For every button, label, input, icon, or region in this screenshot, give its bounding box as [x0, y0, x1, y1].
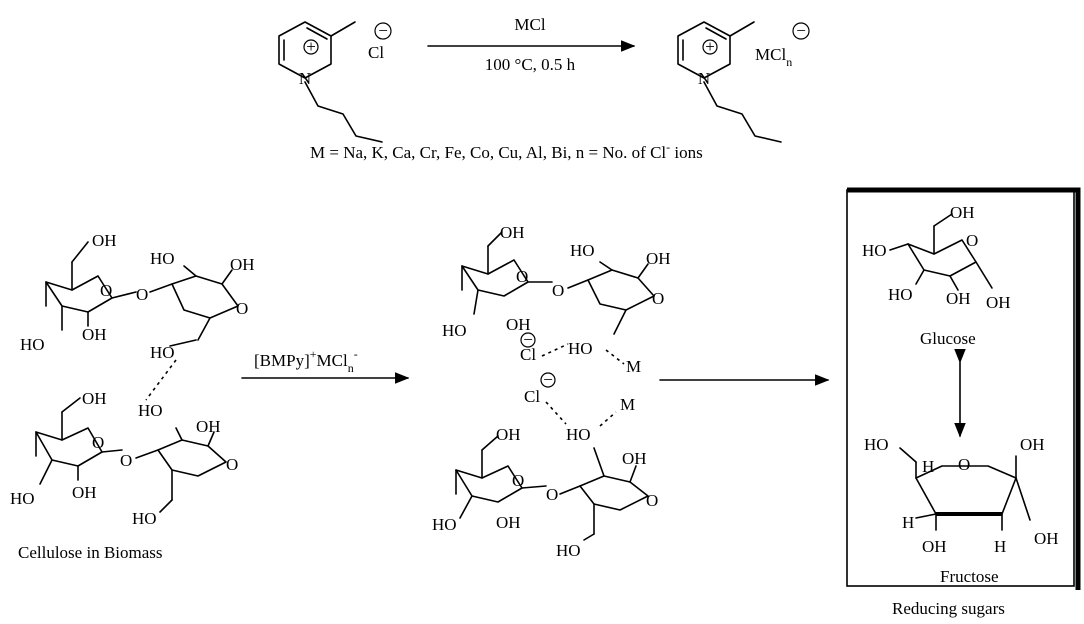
svg-text:OH: OH [496, 425, 521, 444]
svg-text:OH: OH [196, 417, 221, 436]
ring-oxygen: O [646, 491, 658, 510]
svg-text:OH: OH [496, 513, 521, 532]
conditions-label: 100 °C, 0.5 h [485, 55, 576, 74]
svg-text:OH: OH [82, 389, 107, 408]
svg-text:OH: OH [1034, 529, 1059, 548]
svg-text:HO: HO [862, 241, 887, 260]
minus-charge-icon [540, 372, 556, 388]
svg-text:HO: HO [150, 249, 175, 268]
minus-sign: − [796, 21, 806, 40]
svg-text:OH: OH [500, 223, 525, 242]
chloride-label: Cl [368, 43, 384, 62]
reaction-arrow-1: MCl 100 °C, 0.5 h [427, 15, 636, 74]
hydrogen-bond [145, 359, 177, 401]
svg-text:HO: HO [20, 335, 45, 354]
product-bmpy-metal-chloride: + N MCln − [677, 21, 810, 143]
plus-sign: + [705, 37, 715, 56]
ring-oxygen: O [236, 299, 248, 318]
reaction-arrow-2: [BMPy]+MCln- [241, 347, 410, 384]
plus-charge-icon [702, 39, 718, 55]
reagent-label: MCl [514, 15, 545, 34]
ring-oxygen: O [516, 267, 528, 286]
minus-charge-icon [520, 332, 536, 348]
svg-text:OH: OH [646, 249, 671, 268]
svg-text:OH: OH [92, 231, 117, 250]
svg-text:OH: OH [82, 325, 107, 344]
svg-text:OH: OH [922, 537, 947, 556]
svg-text:OH: OH [506, 315, 531, 334]
glycosidic-oxygen: O [552, 281, 564, 300]
glycosidic-oxygen: O [136, 285, 148, 304]
svg-text:HO: HO [138, 401, 163, 420]
svg-text:−: − [543, 370, 553, 389]
glucose-structure: OH O HO HO OH OH Glucose [862, 203, 1011, 348]
cellulose-structure: OH O HO OH O HO OH O HO HO OH O HO OH O [10, 231, 255, 562]
svg-text:HO: HO [442, 321, 467, 340]
svg-text:OH: OH [230, 255, 255, 274]
svg-text:OH: OH [72, 483, 97, 502]
svg-text:HO: HO [432, 515, 457, 534]
svg-text:HO: HO [132, 509, 157, 528]
nitrogen-label: N [698, 69, 710, 88]
ionic-liquid-label: [BMPy]+MCln- [254, 347, 358, 375]
plus-charge-icon [303, 39, 319, 55]
ring-oxygen: O [512, 471, 524, 490]
minus-sign: − [378, 21, 388, 40]
svg-text:HO: HO [888, 285, 913, 304]
frame-shadow [847, 187, 1081, 590]
metal-definition-text: M = Na, K, Ca, Cr, Fe, Co, Cu, Al, Bi, n… [310, 140, 703, 162]
svg-text:M: M [626, 357, 641, 376]
svg-text:HO: HO [566, 425, 591, 444]
svg-text:OH: OH [622, 449, 647, 468]
ring-oxygen: O [958, 455, 970, 474]
svg-text:M: M [620, 395, 635, 414]
svg-text:H: H [922, 457, 934, 476]
plus-sign: + [306, 37, 316, 56]
cellulose-ionic-liquid-complex: OH O HO OH O HO OH O HO M Cl − Cl − HO M [432, 223, 671, 560]
svg-text:HO: HO [10, 489, 35, 508]
glucose-label: Glucose [920, 329, 976, 348]
ring-oxygen: O [966, 231, 978, 250]
reducing-sugars-caption: Reducing sugars [892, 599, 1005, 618]
ring-oxygen: O [226, 455, 238, 474]
svg-text:OH: OH [986, 293, 1011, 312]
cellulose-caption: Cellulose in Biomass [18, 543, 163, 562]
ring-oxygen: O [100, 281, 112, 300]
svg-text:OH: OH [950, 203, 975, 222]
svg-text:Cl: Cl [520, 345, 536, 364]
svg-text:HO: HO [570, 241, 595, 260]
svg-text:Cl: Cl [524, 387, 540, 406]
svg-text:HO: HO [150, 343, 175, 362]
svg-text:−: − [523, 330, 533, 349]
metal-chloride-anion: MCln [755, 45, 792, 69]
svg-text:HO: HO [568, 339, 593, 358]
nitrogen-label: N [299, 69, 311, 88]
glycosidic-oxygen: O [546, 485, 558, 504]
svg-text:H: H [994, 537, 1006, 556]
svg-text:HO: HO [864, 435, 889, 454]
minus-charge-icon [374, 22, 392, 40]
reducing-sugars-box: OH O HO HO OH OH Glucose O HO H H [846, 187, 1081, 618]
fructose-structure: O HO H H OH H OH OH Fructose [864, 435, 1059, 586]
reactant-bmpy-chloride: + N Cl − [278, 21, 392, 143]
fructose-label: Fructose [940, 567, 999, 586]
svg-text:H: H [902, 513, 914, 532]
svg-text:OH: OH [1020, 435, 1045, 454]
glycosidic-oxygen: O [120, 451, 132, 470]
ring-oxygen: O [92, 433, 104, 452]
svg-text:HO: HO [556, 541, 581, 560]
ring-oxygen: O [652, 289, 664, 308]
svg-text:OH: OH [946, 289, 971, 308]
minus-charge-icon [792, 22, 810, 40]
